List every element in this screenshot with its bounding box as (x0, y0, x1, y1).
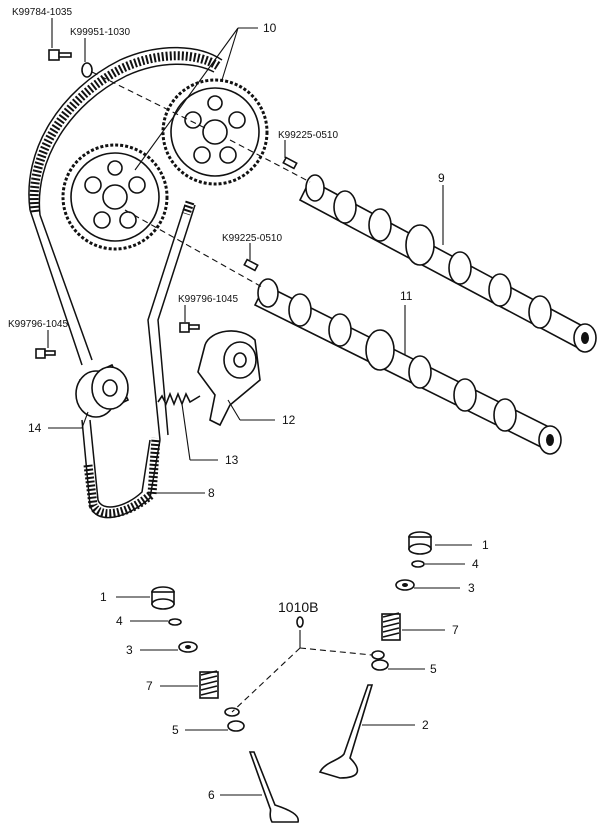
callout-3-left: 3 (126, 643, 133, 657)
callout-6-left: 6 (208, 788, 215, 802)
callout-9: 9 (438, 171, 445, 185)
part-code-bolt-idler: K99796-1045 (8, 319, 68, 330)
callout-4-left: 4 (116, 614, 123, 628)
callout-14: 14 (28, 421, 42, 435)
assembly-line (231, 647, 301, 713)
valve-set-right (318, 531, 432, 779)
part-code-bolt-tensioner: K99796-1045 (178, 294, 238, 305)
assembly-line (91, 71, 206, 129)
leader-lines (47, 18, 444, 494)
callout-10: 10 (263, 21, 277, 35)
camshaft-11 (253, 278, 562, 455)
part-code-pin-lower: K99225-0510 (222, 233, 282, 244)
leader-lines-valves (116, 544, 472, 796)
group-code: 1010B (278, 599, 318, 615)
callout-5-left: 5 (172, 723, 179, 737)
bolt-icon (48, 49, 72, 61)
bolt-icon (35, 348, 56, 359)
cam-sprocket-left (61, 143, 169, 251)
callout-1-right: 1 (482, 538, 489, 552)
callout-11: 11 (400, 289, 413, 303)
camshaft-9 (298, 174, 597, 353)
pin-icon (282, 156, 298, 170)
washer-icon (81, 62, 93, 78)
assembly-line (299, 647, 373, 656)
callout-13: 13 (225, 453, 239, 467)
idler-pulley (75, 363, 130, 418)
assembly-line (124, 209, 263, 288)
spring-icon (157, 391, 201, 407)
callout-7-left: 7 (146, 679, 153, 693)
bolt-icon (179, 322, 200, 333)
callout-7-right: 7 (452, 623, 459, 637)
callout-3-right: 3 (468, 581, 475, 595)
tensioner (197, 330, 261, 427)
group-code-marker (296, 616, 304, 628)
callout-8: 8 (208, 486, 215, 500)
cam-sprocket-right (161, 78, 269, 186)
callout-2-right: 2 (422, 718, 429, 732)
callout-1-left: 1 (100, 590, 107, 604)
timing-belt (28, 46, 223, 519)
callout-5-right: 5 (430, 662, 437, 676)
callout-4-right: 4 (472, 557, 479, 571)
part-code-bolt-top: K99784-1035 (12, 7, 72, 18)
part-code-washer-top: K99951-1030 (70, 27, 130, 38)
valve-set-left (151, 586, 299, 823)
assembly-line (229, 139, 311, 183)
part-code-pin-upper: K99225-0510 (278, 130, 338, 141)
callout-12: 12 (282, 413, 296, 427)
pin-icon (243, 258, 259, 272)
